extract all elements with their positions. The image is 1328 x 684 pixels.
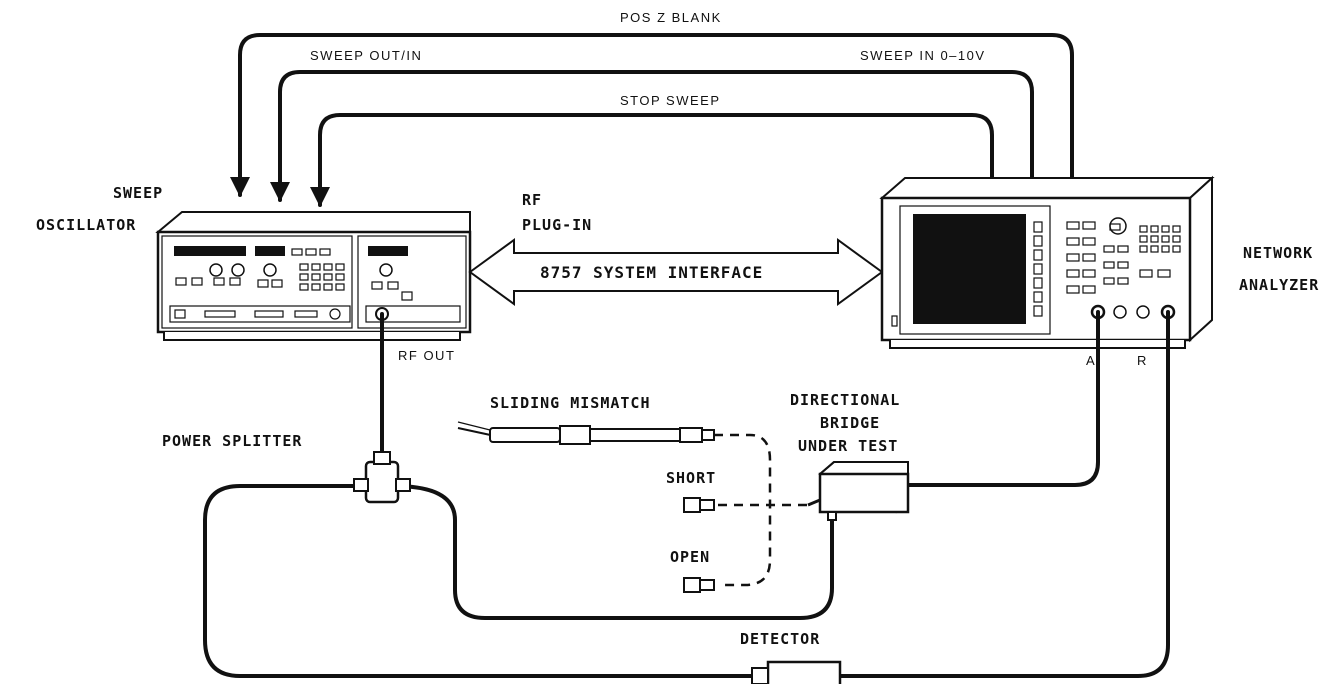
network-analyzer-label-line2: ANALYZER — [1239, 276, 1319, 294]
system-interface-label: 8757 SYSTEM INTERFACE — [540, 263, 763, 282]
rf-out-label: RF OUT — [398, 348, 455, 363]
sweep-out-in-cable — [270, 70, 1034, 202]
bridge-to-a-port-cable — [903, 310, 1100, 487]
splitter-to-bridge-cable — [392, 484, 834, 620]
rf-plugin-label-line1: RF — [522, 191, 542, 209]
power-splitter-component — [353, 451, 411, 504]
bridge-label-line2: BRIDGE — [820, 414, 880, 432]
bridge-label-line3: UNDER TEST — [798, 437, 898, 455]
open-label: OPEN — [670, 548, 710, 566]
stop-sweep-cable — [318, 113, 1002, 202]
directional-bridge-component — [807, 461, 910, 521]
power-splitter-label: POWER SPLITTER — [162, 432, 302, 450]
sliding-mismatch-label: SLIDING MISMATCH — [490, 394, 651, 412]
sweep-oscillator-label-line1: SWEEP — [113, 184, 163, 202]
sweep-in-label: SWEEP IN 0–10V — [860, 48, 986, 63]
bridge-label-line1: DIRECTIONAL — [790, 391, 900, 409]
rf-plugin-label-line2: PLUG-IN — [522, 216, 592, 234]
stop-sweep-label: STOP SWEEP — [620, 93, 721, 108]
sliding-mismatch-component — [457, 421, 715, 445]
sweep-out-in-label: SWEEP OUT/IN — [310, 48, 422, 63]
mismatch-dashed-connection — [714, 433, 772, 587]
network-analyzer-label-line1: NETWORK — [1243, 244, 1313, 262]
open-standard — [683, 577, 715, 593]
port-r-label: R — [1137, 353, 1148, 368]
network-analyzer-instrument — [879, 175, 1215, 349]
sweep-oscillator-label-line2: OSCILLATOR — [36, 216, 136, 234]
detector-label: DETECTOR — [740, 630, 820, 648]
detector-component — [751, 660, 842, 684]
short-label: SHORT — [666, 469, 716, 487]
detector-to-r-port-cable — [838, 310, 1170, 678]
short-standard — [683, 497, 715, 513]
sweep-oscillator-instrument — [155, 211, 472, 341]
port-a-label: A — [1086, 353, 1096, 368]
pos-z-blank-label: POS Z BLANK — [620, 10, 722, 25]
pos-z-blank-cable — [238, 33, 1082, 198]
splitter-to-detector-cable — [203, 484, 757, 678]
